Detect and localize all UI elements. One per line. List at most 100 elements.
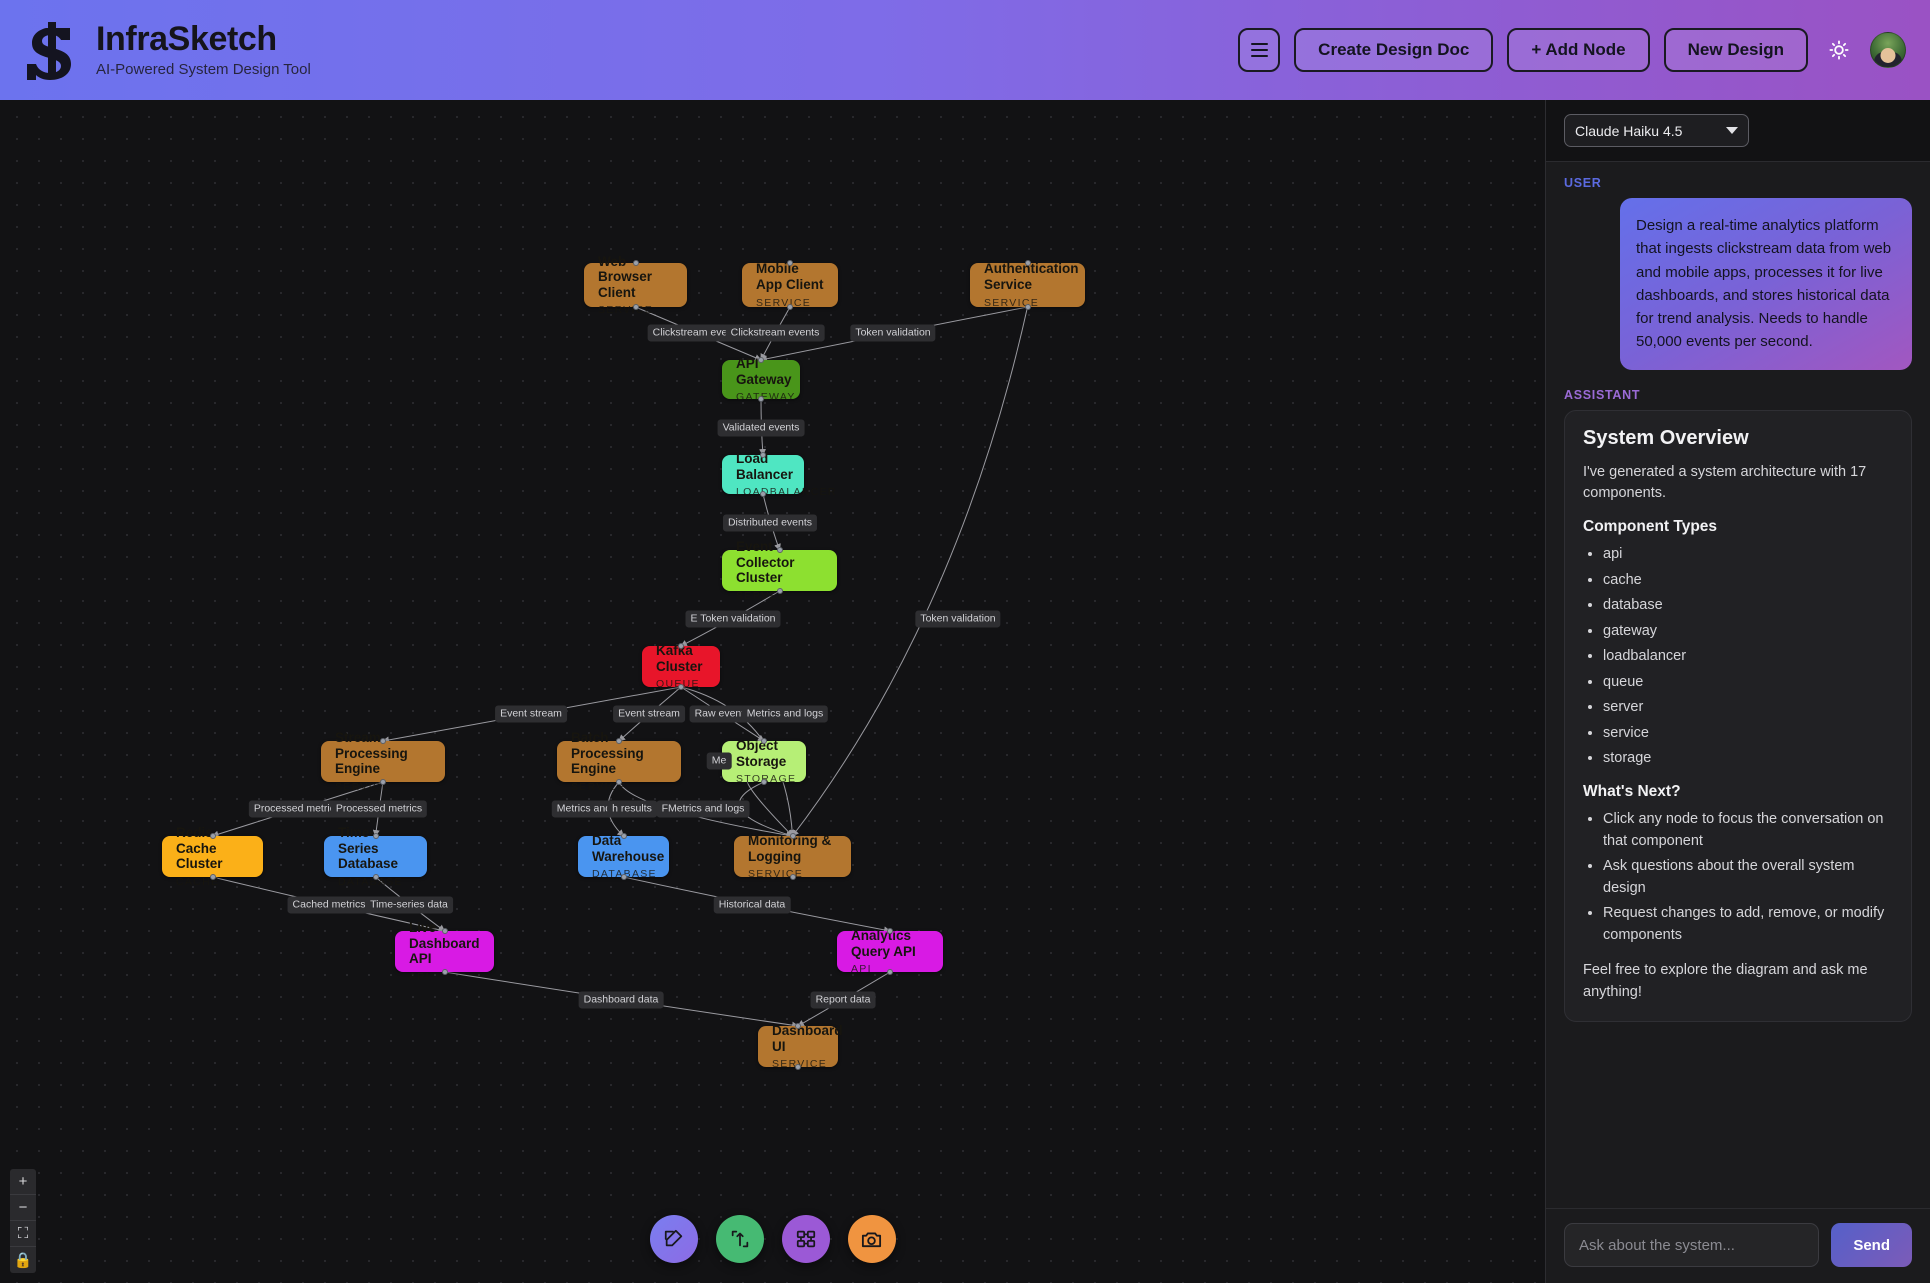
node-port-bottom[interactable] bbox=[758, 396, 764, 402]
node-port-top[interactable] bbox=[441, 928, 448, 934]
chat-input[interactable] bbox=[1564, 1223, 1820, 1267]
send-button[interactable]: Send bbox=[1831, 1223, 1912, 1267]
hamburger-menu-icon[interactable] bbox=[1238, 28, 1281, 72]
node-port-top[interactable] bbox=[1024, 260, 1031, 266]
sun-icon[interactable] bbox=[1822, 33, 1856, 67]
node-port-top[interactable] bbox=[795, 1023, 801, 1029]
node-port-bottom[interactable] bbox=[1024, 304, 1031, 310]
node-port-bottom[interactable] bbox=[209, 874, 216, 880]
node-port-bottom[interactable] bbox=[795, 1064, 801, 1070]
node-object-storage[interactable]: Object StorageSTORAGE bbox=[722, 737, 806, 785]
node-type: SERVER bbox=[736, 589, 787, 602]
lock-button[interactable]: 🔒 bbox=[10, 1247, 36, 1273]
node-port-bottom[interactable] bbox=[380, 779, 386, 785]
edge-label: Validated events bbox=[717, 419, 805, 437]
node-port-bottom[interactable] bbox=[372, 874, 379, 880]
zoom-in-button[interactable]: + bbox=[10, 1169, 36, 1195]
assistant-role-label: ASSISTANT bbox=[1564, 387, 1641, 402]
node-port-bottom[interactable] bbox=[789, 874, 796, 880]
node-port-top[interactable] bbox=[776, 547, 783, 553]
chat-panel: Claude Haiku 4.5 USER Design a real-time… bbox=[1545, 100, 1930, 1283]
edge-label: Token validation bbox=[850, 324, 936, 342]
node-port-top[interactable] bbox=[761, 738, 767, 744]
assistant-message: System Overview I've generated a system … bbox=[1564, 409, 1912, 1023]
node-port-top[interactable] bbox=[758, 357, 764, 363]
node-port-bottom[interactable] bbox=[760, 491, 766, 497]
new-design-button[interactable]: New Design bbox=[1663, 28, 1808, 72]
node-port-top[interactable] bbox=[632, 260, 639, 266]
header-actions: Create Design Doc + Add Node New Design bbox=[1238, 28, 1906, 72]
edit-diagram-button[interactable] bbox=[649, 1215, 698, 1263]
component-type-item: cache bbox=[1603, 570, 1893, 591]
edge-object-storage-to-monitoring-logging bbox=[746, 777, 794, 837]
node-type: DATABASE bbox=[338, 875, 403, 888]
node-port-top[interactable] bbox=[760, 452, 766, 458]
node-port-bottom[interactable] bbox=[678, 684, 684, 690]
node-type: QUEUE bbox=[656, 678, 706, 690]
node-kafka-cluster[interactable]: Kafka ClusterQUEUE bbox=[642, 642, 720, 690]
model-select-label: Claude Haiku 4.5 bbox=[1575, 122, 1683, 139]
zoom-out-button[interactable]: − bbox=[10, 1195, 36, 1221]
node-type: API bbox=[851, 963, 872, 976]
node-port-top[interactable] bbox=[678, 643, 684, 649]
fit-view-button[interactable]: ⛶ bbox=[10, 1221, 36, 1247]
node-title: Event Collector Cluster bbox=[736, 539, 795, 586]
node-port-bottom[interactable] bbox=[620, 874, 627, 880]
node-title: Object Storage bbox=[736, 737, 787, 769]
node-port-bottom[interactable] bbox=[887, 969, 893, 975]
edge-mobile-app-client-to-api-gateway bbox=[760, 306, 791, 361]
node-port-top[interactable] bbox=[887, 928, 893, 934]
auto-layout-button[interactable] bbox=[781, 1215, 830, 1263]
edge-label: Metrics and logs bbox=[551, 800, 639, 818]
edge-authentication-service-to-api-gateway bbox=[760, 306, 1028, 363]
floating-action-bar bbox=[649, 1215, 896, 1263]
node-dashboard-ui[interactable]: Dashboard UISERVICE bbox=[758, 1023, 843, 1070]
add-node-button[interactable]: + Add Node bbox=[1507, 28, 1650, 72]
node-port-bottom[interactable] bbox=[787, 304, 793, 310]
node-port-top[interactable] bbox=[616, 738, 622, 744]
component-type-item: service bbox=[1603, 723, 1893, 744]
node-port-top[interactable] bbox=[789, 833, 796, 839]
node-type: GATEWAY bbox=[736, 391, 796, 404]
edge-kafka-cluster-to-object-storage bbox=[680, 686, 765, 742]
edge-label: Raw events bbox=[689, 705, 755, 723]
node-title: API Gateway bbox=[736, 355, 792, 387]
node-port-bottom[interactable] bbox=[632, 304, 639, 310]
zoom-controls[interactable]: +−⛶🔒 bbox=[10, 1169, 36, 1273]
screenshot-button[interactable] bbox=[847, 1215, 896, 1263]
node-port-top[interactable] bbox=[380, 738, 386, 744]
node-port-bottom[interactable] bbox=[776, 588, 783, 594]
edge-label: Historical data bbox=[713, 896, 791, 914]
create-design-doc-button[interactable]: Create Design Doc bbox=[1294, 28, 1494, 72]
node-port-top[interactable] bbox=[787, 260, 793, 266]
node-port-top[interactable] bbox=[372, 833, 379, 839]
node-title: Kafka Cluster bbox=[656, 642, 703, 674]
node-data-warehouse[interactable]: Data WarehouseDATABASE bbox=[578, 833, 669, 880]
model-select[interactable]: Claude Haiku 4.5 bbox=[1564, 114, 1749, 147]
node-port-bottom[interactable] bbox=[441, 969, 448, 975]
export-button[interactable] bbox=[715, 1215, 764, 1263]
node-port-top[interactable] bbox=[209, 833, 216, 839]
node-port-top[interactable] bbox=[620, 833, 627, 839]
user-avatar[interactable] bbox=[1870, 32, 1906, 68]
edge-label: E Token validation bbox=[685, 610, 781, 628]
chat-scroll[interactable]: USER Design a real-time analytics platfo… bbox=[1546, 162, 1930, 1208]
app-title: InfraSketch bbox=[96, 20, 277, 59]
node-port-bottom[interactable] bbox=[616, 779, 622, 785]
edge-analytics-query-api-to-dashboard-ui bbox=[797, 971, 891, 1027]
node-port-bottom[interactable] bbox=[761, 779, 767, 785]
